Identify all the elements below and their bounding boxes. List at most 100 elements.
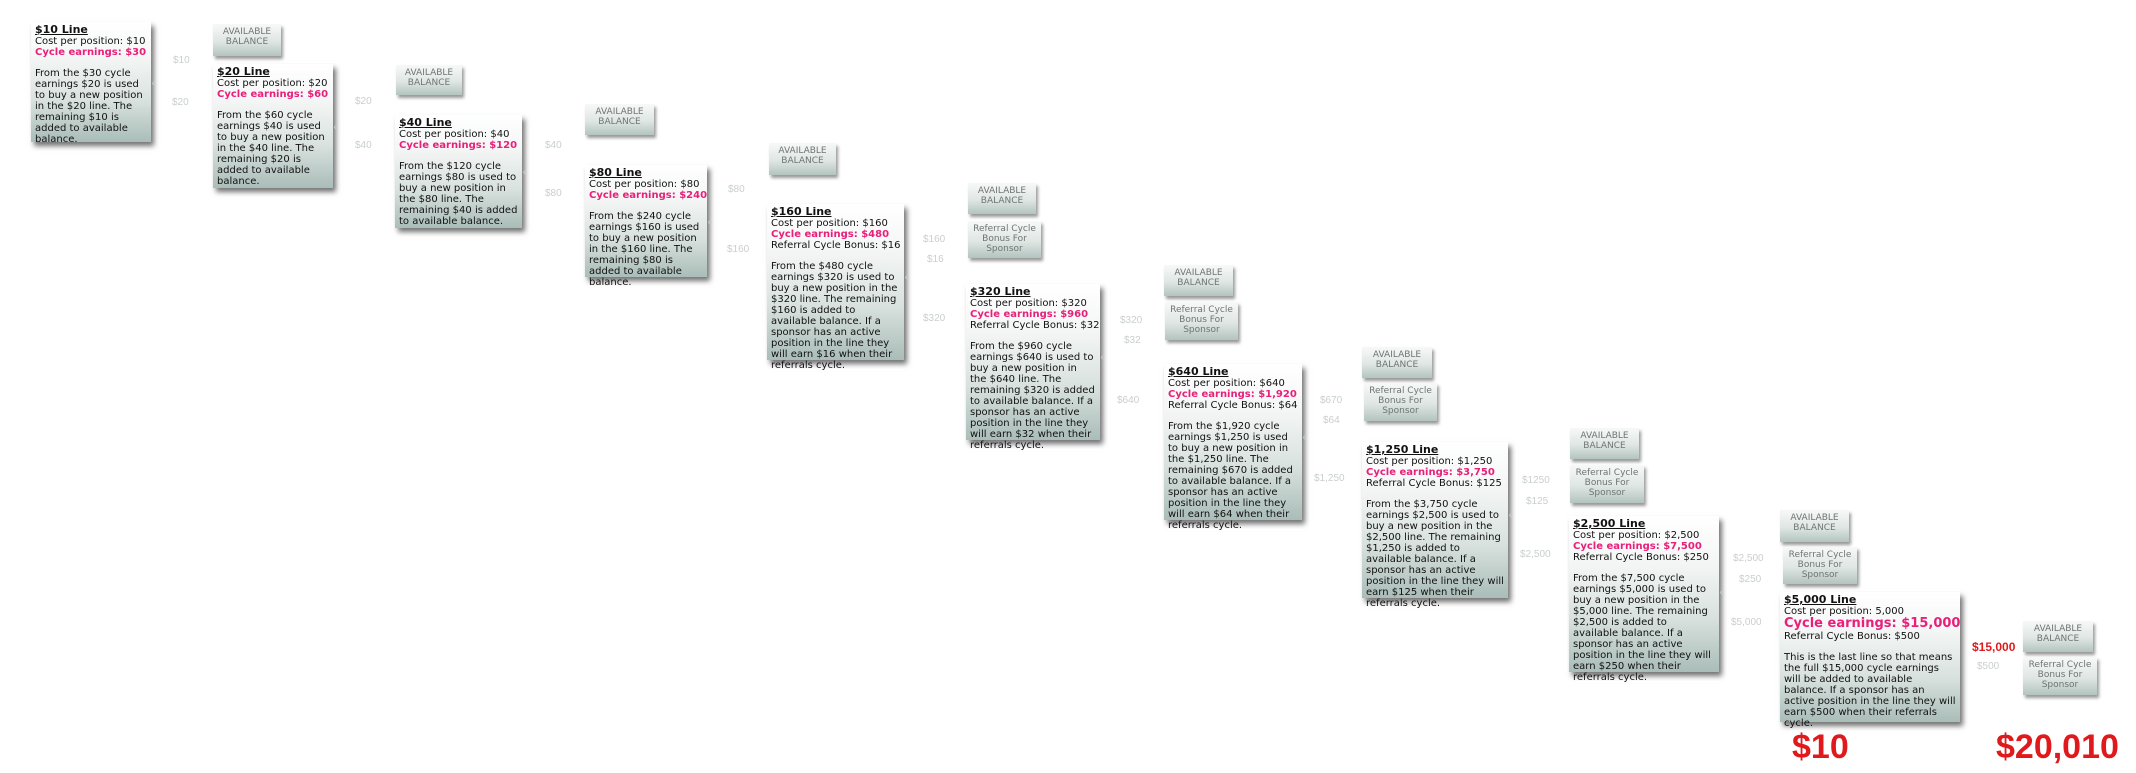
referral-cycle-bonus: Referral Cycle Bonus: $125 xyxy=(1366,478,1502,489)
flow-amount: $250 xyxy=(1739,574,1762,585)
referral-bonus-tag: Referral Cycle Bonus For Sponsor xyxy=(2023,657,2097,695)
flow-amount: $640 xyxy=(1117,395,1140,406)
flow-amount: $20 xyxy=(172,97,189,108)
line-title: $10 Line xyxy=(35,23,88,36)
flow-amount: $670 xyxy=(1320,395,1343,406)
cost-per-position: Cost per position: 5,000 xyxy=(1784,606,1904,617)
cost-per-position: Cost per position: $40 xyxy=(399,129,510,140)
line-description: From the $7,500 cycle earnings $5,000 is… xyxy=(1573,573,1711,683)
flow-amount: $16 xyxy=(927,254,944,265)
line-card-10: $10 Line Cost per position: $10 Cycle ea… xyxy=(31,22,151,145)
referral-bonus-tag: Referral Cycle Bonus For Sponsor xyxy=(1783,547,1857,584)
referral-bonus-tag: Referral Cycle Bonus For Sponsor xyxy=(1165,302,1238,340)
line-card-40: $40 Line Cost per position: $40 Cycle ea… xyxy=(395,115,522,228)
available-balance-tag: AVAILABLE BALANCE xyxy=(1164,265,1233,296)
referral-bonus-tag: Referral Cycle Bonus For Sponsor xyxy=(968,221,1041,258)
line-card-80: $80 Line Cost per position: $80 Cycle ea… xyxy=(585,165,708,288)
connector-arrow-icon: ‹ xyxy=(333,120,338,134)
cost-per-position: Cost per position: $20 xyxy=(217,78,328,89)
flow-amount: $2,500 xyxy=(1733,553,1764,564)
cost-per-position: Cost per position: $2,500 xyxy=(1573,530,1700,541)
line-title: $80 Line xyxy=(589,166,642,179)
line-card-2500: $2,500 Line Cost per position: $2,500 Cy… xyxy=(1569,516,1719,683)
line-description: From the $1,920 cycle earnings $1,250 is… xyxy=(1168,421,1293,531)
available-balance-tag: AVAILABLE BALANCE xyxy=(1780,510,1849,542)
line-card-640: $640 Line Cost per position: $640 Cycle … xyxy=(1164,364,1302,531)
cycle-earnings: Cycle earnings: $7,500 xyxy=(1573,541,1702,552)
available-balance-tag: AVAILABLE BALANCE xyxy=(585,104,654,135)
available-balance-tag: AVAILABLE BALANCE xyxy=(396,65,462,95)
flow-amount: $125 xyxy=(1526,496,1549,507)
flow-amount: $160 xyxy=(727,244,750,255)
line-title: $320 Line xyxy=(970,285,1031,298)
flow-amount: $10 xyxy=(173,55,190,66)
flow-amount: $15,000 xyxy=(1972,640,2016,654)
connector-arrow-icon: ‹ xyxy=(1508,508,1513,522)
line-title: $20 Line xyxy=(217,65,270,78)
cycle-earnings: Cycle earnings: $240 xyxy=(589,190,708,201)
cycle-earnings: Cycle earnings: $60 xyxy=(217,89,329,100)
line-description: From the $480 cycle earnings $320 is use… xyxy=(771,261,898,371)
flow-amount: $2,500 xyxy=(1520,549,1551,560)
cost-per-position: Cost per position: $80 xyxy=(589,179,700,190)
cost-per-position: Cost per position: $10 xyxy=(35,36,146,47)
available-balance-tag: AVAILABLE BALANCE xyxy=(2023,621,2093,652)
referral-cycle-bonus: Referral Cycle Bonus: $500 xyxy=(1784,631,1920,642)
referral-cycle-bonus: Referral Cycle Bonus: $64 xyxy=(1168,400,1298,411)
connector-arrow-icon: ‹ xyxy=(904,270,909,284)
cycle-earnings: Cycle earnings: $15,000 xyxy=(1784,616,1961,631)
line-description: From the $60 cycle earnings $40 is used … xyxy=(217,110,325,187)
line-description: From the $960 cycle earnings $640 is use… xyxy=(970,341,1095,451)
flow-amount: $20 xyxy=(355,96,372,107)
flow-amount: $1250 xyxy=(1522,475,1550,486)
referral-cycle-bonus: Referral Cycle Bonus: $32 xyxy=(970,320,1100,331)
available-balance-tag: AVAILABLE BALANCE xyxy=(1570,428,1639,459)
flow-amount: $320 xyxy=(923,313,946,324)
flow-amount: $80 xyxy=(728,184,745,195)
line-description: From the $30 cycle earnings $20 is used … xyxy=(35,68,143,145)
line-title: $40 Line xyxy=(399,116,452,129)
line-card-5000: $5,000 Line Cost per position: 5,000 Cyc… xyxy=(1780,592,1961,729)
connector-arrow-icon: ‹ xyxy=(1100,350,1105,364)
line-description: From the $3,750 cycle earnings $2,500 is… xyxy=(1366,499,1504,609)
line-title: $2,500 Line xyxy=(1573,517,1646,530)
line-title: $160 Line xyxy=(771,205,832,218)
connector-arrow-icon: ‹ xyxy=(707,215,712,229)
cost-per-position: Cost per position: $1,250 xyxy=(1366,456,1493,467)
line-card-20: $20 Line Cost per position: $20 Cycle ea… xyxy=(213,64,333,188)
cycle-earnings: Cycle earnings: $1,920 xyxy=(1168,389,1297,400)
cost-per-position: Cost per position: $320 xyxy=(970,298,1087,309)
referral-cycle-bonus: Referral Cycle Bonus: $16 xyxy=(771,240,901,251)
total-amount: $20,010 xyxy=(1996,728,2119,766)
flow-amount: $40 xyxy=(355,140,372,151)
available-balance-tag: AVAILABLE BALANCE xyxy=(213,24,281,56)
flow-amount: $1,250 xyxy=(1314,473,1345,484)
cycle-earnings: Cycle earnings: $3,750 xyxy=(1366,467,1495,478)
connector-arrow-icon: ‹ xyxy=(1302,430,1307,444)
cost-per-position: Cost per position: $640 xyxy=(1168,378,1285,389)
flow-amount: $64 xyxy=(1323,415,1340,426)
available-balance-tag: AVAILABLE BALANCE xyxy=(968,183,1036,214)
connector-arrow-icon: ‹ xyxy=(522,165,527,179)
flow-amount: $32 xyxy=(1124,335,1141,346)
line-title: $640 Line xyxy=(1168,365,1229,378)
cycle-earnings: Cycle earnings: $960 xyxy=(970,309,1089,320)
line-description: This is the last line so that means the … xyxy=(1784,652,1956,729)
referral-bonus-tag: Referral Cycle Bonus For Sponsor xyxy=(1570,465,1644,503)
line-description: From the $240 cycle earnings $160 is use… xyxy=(589,211,700,288)
flow-amount: $160 xyxy=(923,234,946,245)
line-title: $5,000 Line xyxy=(1784,593,1857,606)
cost-per-position: Cost per position: $160 xyxy=(771,218,888,229)
flow-amount: $5,000 xyxy=(1731,617,1762,628)
line-card-320: $320 Line Cost per position: $320 Cycle … xyxy=(966,284,1100,451)
flow-amount: $500 xyxy=(1977,661,2000,672)
cycle-earnings: Cycle earnings: $120 xyxy=(399,140,518,151)
flow-amount: $80 xyxy=(545,188,562,199)
cycle-earnings: Cycle earnings: $30 xyxy=(35,47,147,58)
cycle-earnings: Cycle earnings: $480 xyxy=(771,229,890,240)
line-card-1250: $1,250 Line Cost per position: $1,250 Cy… xyxy=(1362,442,1508,609)
available-balance-tag: AVAILABLE BALANCE xyxy=(1362,347,1432,378)
connector-arrow-icon: ‹ xyxy=(151,76,156,90)
line-card-160: $160 Line Cost per position: $160 Cycle … xyxy=(767,204,904,371)
referral-bonus-tag: Referral Cycle Bonus For Sponsor xyxy=(1364,383,1437,421)
